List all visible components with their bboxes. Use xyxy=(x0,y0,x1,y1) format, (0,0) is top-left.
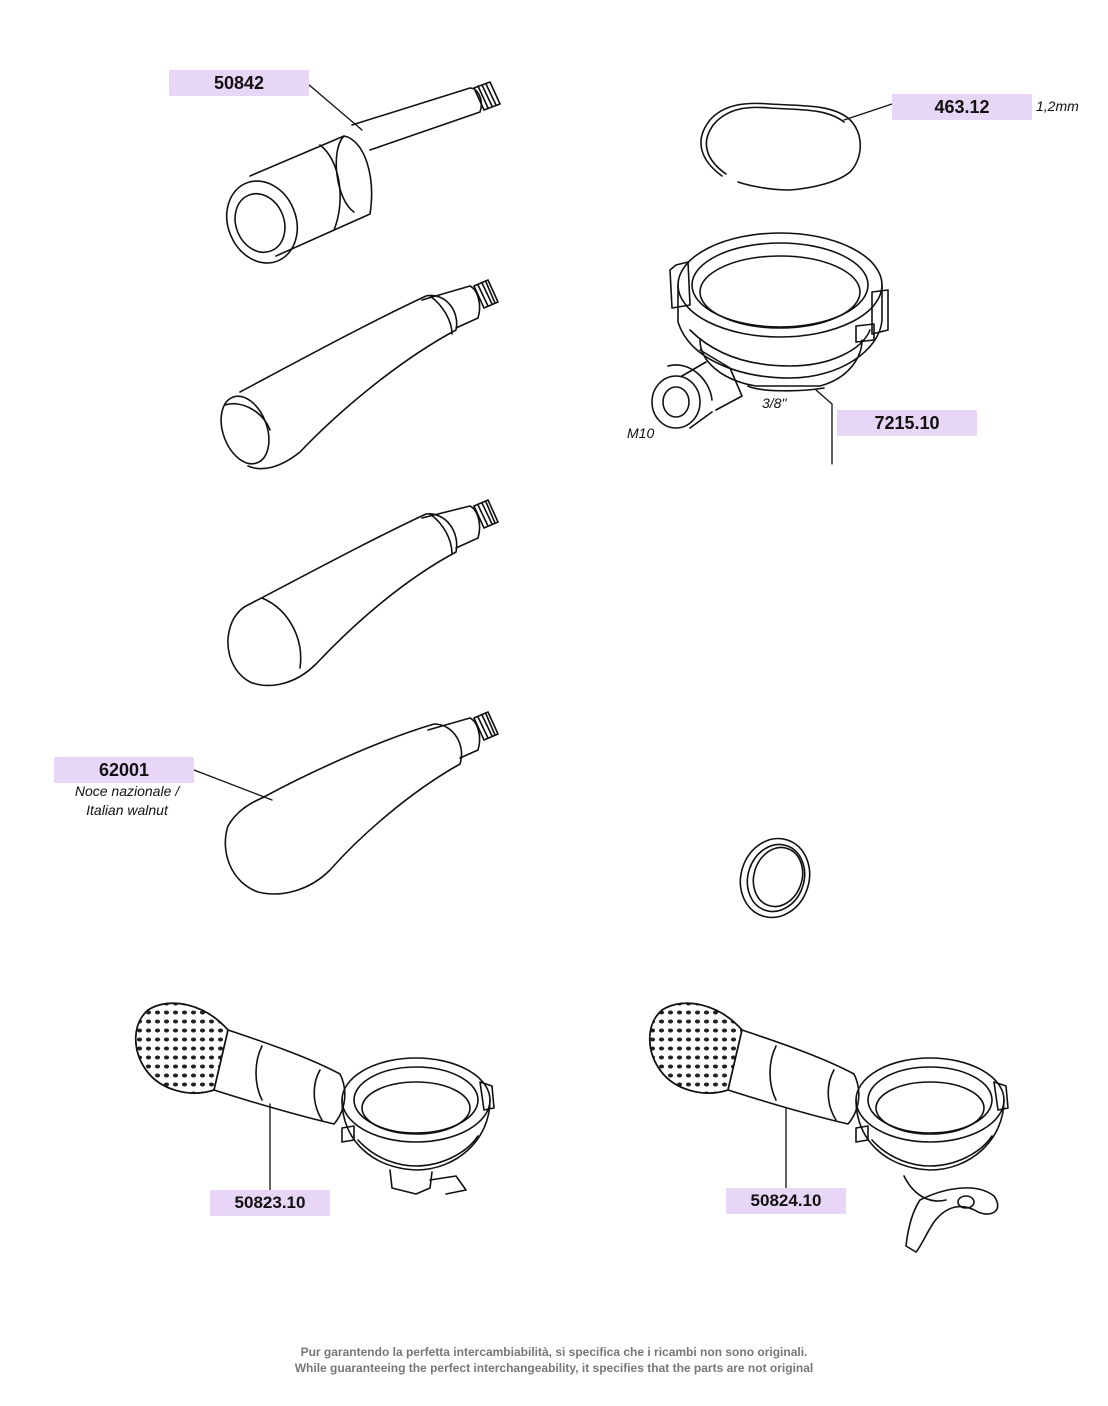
m10-note: M10 xyxy=(627,425,655,441)
handle-50842-drawing xyxy=(225,81,501,264)
footer-line-english: While guaranteeing the perfect interchan… xyxy=(294,1361,814,1375)
walnut-note-line1: Noce nazionale / xyxy=(74,783,180,799)
part-label-721510: 7215.10 xyxy=(837,410,977,436)
thread-size-note: 3/8" xyxy=(762,395,787,411)
footer-line-italian: Pur garantendo la perfetta intercambiabi… xyxy=(300,1345,808,1359)
portafilter-50824-drawing xyxy=(649,1002,1009,1253)
part-label-62001: 62001 xyxy=(54,757,194,783)
leader-lines xyxy=(193,83,893,1191)
handle-tapered-2-drawing xyxy=(227,499,499,687)
portafilter-50823-drawing xyxy=(135,1002,495,1195)
handle-tapered-1-drawing xyxy=(220,279,499,470)
part-label-5082410: 50824.10 xyxy=(726,1188,846,1214)
part-label-46312: 463.12 xyxy=(892,94,1032,120)
part-label-50842: 50842 xyxy=(169,70,309,96)
handle-62001-drawing xyxy=(224,711,499,895)
holder-body-721510-drawing xyxy=(651,232,889,429)
part-label-5082310: 50823.10 xyxy=(210,1190,330,1216)
ring-thickness-note: 1,2mm xyxy=(1036,98,1079,114)
footer-disclaimer: Pur garantendo la perfetta intercambiabi… xyxy=(0,1344,1108,1376)
small-ring-drawing xyxy=(739,837,811,919)
gasket-ring-46312-drawing xyxy=(700,102,861,191)
walnut-note-line2: Italian walnut xyxy=(86,802,168,818)
